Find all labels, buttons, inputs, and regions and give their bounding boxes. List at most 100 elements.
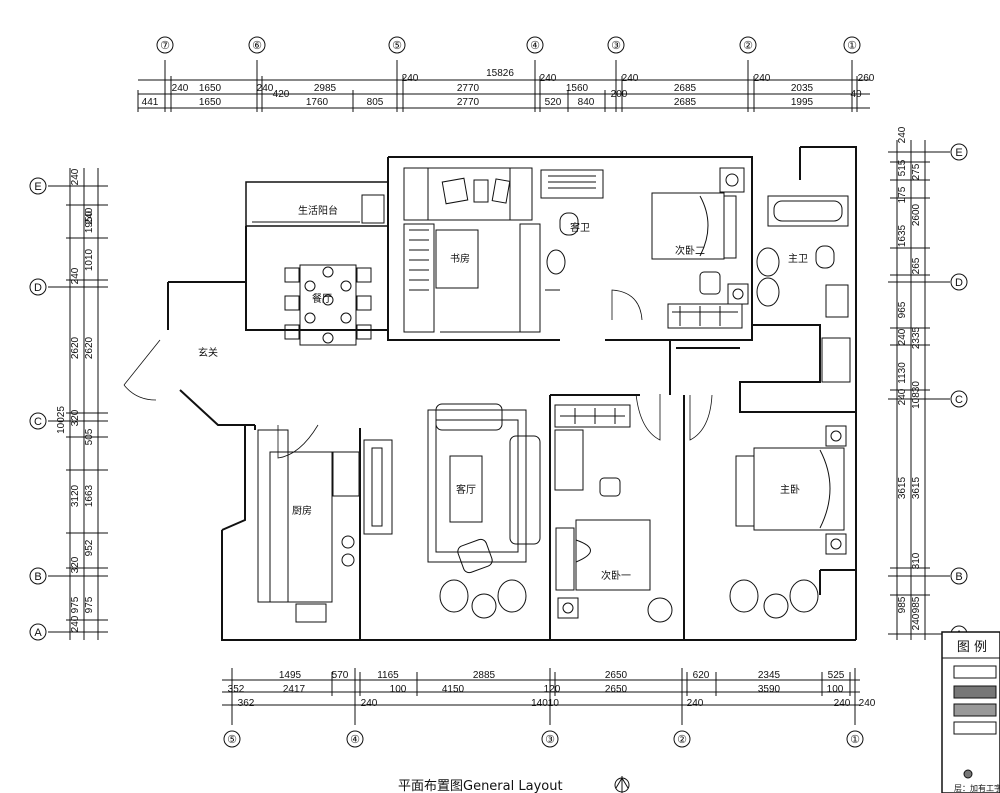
legend-footer: 层：加有工字 <box>954 783 1000 793</box>
dim: 1650 <box>199 83 222 94</box>
dim: 2770 <box>457 83 480 94</box>
dim: 240 <box>361 698 378 709</box>
dim: 2650 <box>605 670 628 681</box>
axis-label: B <box>955 571 962 583</box>
dim: 975 <box>84 596 95 613</box>
dim: 3120 <box>70 484 81 507</box>
dim: 200 <box>611 89 628 100</box>
axis-label: ⑥ <box>252 40 262 52</box>
axis-label: E <box>955 147 962 159</box>
dim: 840 <box>578 97 595 108</box>
legend-swatch-grey <box>953 703 997 717</box>
room-labels: 生活阳台 书房 客卫 次卧二 主卫 玄关 餐厅 客厅 厨房 次卧一 主卧 <box>198 204 808 582</box>
dim: 1663 <box>84 484 95 507</box>
legend-swatch-hatched <box>953 685 997 699</box>
bottom-axis-markers: ⑤ ④ ③ ② ① <box>223 730 864 748</box>
dim: 40 <box>850 89 862 100</box>
legend-panel: 图 例 层：加有工字 <box>941 631 1000 793</box>
dim: 505 <box>84 428 95 445</box>
dim: 2620 <box>84 336 95 359</box>
left-dimension-text: 240 1950 1010 240 2620 320 505 3120 320 … <box>56 168 95 632</box>
axis-label: A <box>34 627 42 639</box>
axis-label: C <box>955 394 963 406</box>
axis-label: ④ <box>350 734 360 746</box>
dim: 3615 <box>897 476 908 499</box>
axis-label: ② <box>743 40 753 52</box>
dim: 520 <box>545 97 562 108</box>
axis-label: ⑤ <box>227 734 237 746</box>
walls <box>167 146 857 641</box>
dim: 1635 <box>897 224 908 247</box>
top-axis-markers: ⑦ ⑥ ⑤ ④ ③ ② ① <box>156 36 861 54</box>
dim: 310 <box>911 552 922 569</box>
right-dimension-lines <box>888 140 950 640</box>
left-axis-markers: E D C B A <box>29 177 47 641</box>
room-label-guest-bath: 客卫 <box>570 221 590 234</box>
dim: 240 <box>70 168 81 185</box>
axis-label: ③ <box>545 734 555 746</box>
dim: 1130 <box>897 362 908 384</box>
dim: 2770 <box>457 97 480 108</box>
dim: 275 <box>911 163 922 180</box>
top-dimension-text: 15826 240 1650 240 2985 240 2770 240 156… <box>142 68 875 108</box>
dim: 985 <box>911 596 922 613</box>
top-dimension-lines <box>137 60 870 112</box>
dim: 3615 <box>911 476 922 499</box>
north-arrow-icon <box>614 776 630 793</box>
axis-label: ④ <box>530 40 540 52</box>
dim: 2035 <box>791 83 814 94</box>
axis-label: ③ <box>611 40 621 52</box>
bottom-dimension-lines <box>222 668 860 725</box>
dim: 240 <box>70 267 81 284</box>
dim: 240 <box>859 698 876 709</box>
dim: 1950 <box>84 210 95 233</box>
furniture <box>252 167 851 623</box>
dim-total-right: 10830 <box>911 381 922 409</box>
dim: 240 <box>897 126 908 143</box>
dim: 240 <box>70 615 81 632</box>
dim: 1165 <box>377 670 399 681</box>
dim: 265 <box>911 257 922 274</box>
legend-light-icon <box>963 769 973 779</box>
drawing-title: 平面布置图General Layout <box>398 779 563 793</box>
dim: 1995 <box>791 97 814 108</box>
room-label-bedroom2: 次卧二 <box>675 244 705 257</box>
room-label-kitchen: 厨房 <box>292 504 312 517</box>
dim: 952 <box>84 539 95 556</box>
dim: 1495 <box>279 670 302 681</box>
dim: 2620 <box>70 336 81 359</box>
axis-label: ① <box>847 40 857 52</box>
dim-total-left: 10025 <box>56 406 67 434</box>
room-label-bedroom1: 次卧一 <box>601 569 631 582</box>
room-label-living: 客厅 <box>456 483 476 496</box>
axis-label: ① <box>850 734 860 746</box>
dim: 2685 <box>674 83 697 94</box>
dim: 240 <box>754 73 771 84</box>
dim: 240 <box>897 328 908 345</box>
room-label-master-bath: 主卫 <box>788 253 808 265</box>
dim: 1560 <box>566 83 589 94</box>
right-axis-markers: E D C B A <box>950 143 968 643</box>
dim: 240 <box>172 83 189 94</box>
dim: 420 <box>273 89 290 100</box>
bottom-dimension-text: 1495 570 1165 2885 2650 620 2345 525 352… <box>228 670 876 709</box>
legend-title: 图 例 <box>957 640 987 655</box>
room-label-study: 书房 <box>450 252 470 265</box>
dim: 2985 <box>314 83 337 94</box>
legend-swatch-wall <box>953 665 997 679</box>
dim: 2417 <box>283 684 306 695</box>
axis-label: C <box>34 416 42 428</box>
dim: 4150 <box>442 684 465 695</box>
door-swings <box>123 289 713 459</box>
room-label-entrance: 玄关 <box>198 346 218 359</box>
dim: 362 <box>238 698 255 709</box>
dim: 240 <box>257 83 274 94</box>
axis-label: ⑤ <box>392 40 402 52</box>
axis-label: D <box>955 277 963 289</box>
dim: 515 <box>897 159 908 176</box>
room-label-dining: 餐厅 <box>312 292 332 305</box>
axis-label: B <box>34 571 41 583</box>
dim: 2650 <box>605 684 628 695</box>
dim: 975 <box>70 596 81 613</box>
